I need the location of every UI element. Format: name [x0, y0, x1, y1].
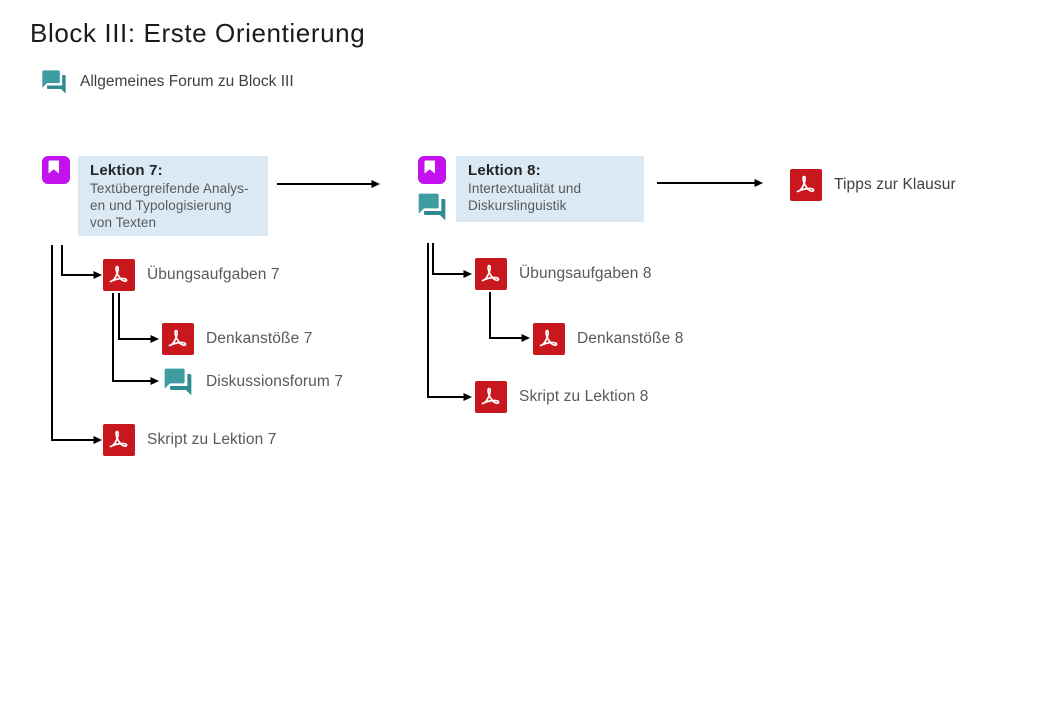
lektion8-forum-icon-wrap[interactable] [416, 191, 448, 223]
page-title: Block III: Erste Orientierung [30, 18, 366, 48]
connector-uebungsaufgaben7 [61, 245, 102, 279]
lektion7-subtitle-line: en und Typologisierung [90, 198, 232, 213]
connector-diskussionsforum7 [112, 293, 159, 385]
resource-skript-zu-lektion-8[interactable]: Skript zu Lektion 8 [475, 381, 648, 413]
resource-label: Skript zu Lektion 8 [519, 388, 649, 405]
resource-label: Übungsaufgaben 7 [147, 266, 280, 283]
resource-denkanstoesse-8[interactable]: Denkanstöße 8 [533, 323, 683, 355]
connector-denkanstoesse7 [118, 293, 159, 343]
lektion8-subtitle-line: Intertextualität und [468, 181, 582, 196]
lektion7-box: Lektion 7: Textübergreifende Analys- en … [78, 156, 268, 236]
resource-label: Skript zu Lektion 7 [147, 431, 277, 448]
resource-label: Denkanstöße 8 [577, 330, 684, 347]
resource-diskussionsforum-7[interactable]: Diskussionsforum 7 [162, 366, 343, 398]
pdf-icon [475, 381, 507, 413]
resource-uebungsaufgaben-8[interactable]: Übungsaufgaben 8 [475, 258, 652, 290]
bookmark-icon [48, 160, 59, 174]
lektion8-subtitle-line: Diskurslinguistik [468, 198, 567, 213]
resource-denkanstoesse-7[interactable]: Denkanstöße 7 [162, 323, 312, 355]
resource-skript-zu-lektion-7[interactable]: Skript zu Lektion 7 [103, 424, 276, 456]
pdf-icon [790, 169, 822, 201]
pdf-icon [475, 258, 507, 290]
resource-label: Denkanstöße 7 [206, 330, 313, 347]
forum-icon [418, 193, 446, 221]
resource-uebungsaufgaben-7[interactable]: Übungsaufgaben 7 [103, 259, 280, 291]
lektion7-subtitle-line: Textübergreifende Analys- [90, 181, 249, 196]
connector-skript8 [427, 243, 472, 401]
tipps-zur-klausur-link[interactable]: Tipps zur Klausur [790, 169, 956, 201]
lektion8-book-icon [418, 156, 446, 184]
tipps-label: Tipps zur Klausur [834, 176, 956, 193]
pdf-icon [533, 323, 565, 355]
resource-label: Diskussionsforum 7 [206, 373, 344, 390]
lektion7-book-icon [42, 156, 70, 184]
general-forum-label: Allgemeines Forum zu Block III [80, 73, 294, 90]
pdf-icon [103, 259, 135, 291]
general-forum-link[interactable]: Allgemeines Forum zu Block III [40, 68, 294, 96]
lektion8-box: Lektion 8: Intertextualität und Diskursl… [456, 156, 644, 222]
connector-denkanstoesse8 [489, 292, 530, 342]
bookmark-icon [424, 160, 435, 174]
lektion7-title: Lektion 7: [90, 162, 163, 179]
forum-icon [42, 70, 66, 94]
forum-icon [164, 368, 192, 396]
connector-skript7 [51, 245, 102, 444]
lektion8-title: Lektion 8: [468, 162, 541, 179]
connector-uebungsaufgaben8 [432, 243, 472, 278]
pdf-icon [103, 424, 135, 456]
lektion7-subtitle-line: von Texten [90, 215, 157, 230]
pdf-icon [162, 323, 194, 355]
resource-label: Übungsaufgaben 8 [519, 265, 652, 282]
